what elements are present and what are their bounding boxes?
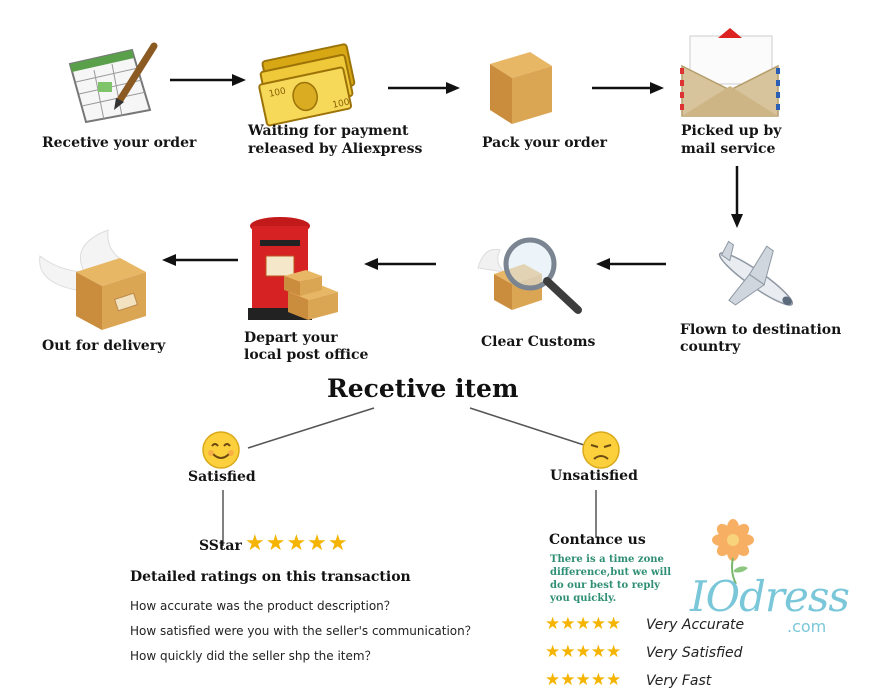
step-out-for-delivery: Out for delivery [42, 338, 166, 354]
step-pack-order: Pack your order [482, 135, 608, 151]
post-box-icon [248, 217, 338, 320]
timezone-note-line2: difference,but we will [550, 567, 672, 578]
iodress-logo: IOdress [690, 572, 850, 621]
arrow-right-3 [592, 82, 664, 94]
step-waiting-payment-line2: released by Aliexpress [248, 141, 423, 157]
arrow-left-2 [364, 258, 436, 270]
iodress-logo-domain: .com [787, 617, 827, 636]
arrow-right-2 [388, 82, 460, 94]
unsatisfied-label: Unsatisfied [550, 468, 638, 484]
question-accuracy: How accurate was the product description… [130, 599, 396, 613]
step-picked-up-line1: Picked up by [681, 123, 782, 139]
svg-text:100: 100 [268, 86, 287, 99]
box-icon [490, 52, 552, 124]
step-depart-line1: Depart your [244, 330, 338, 346]
flower-logo-icon [712, 519, 754, 585]
step-waiting-payment-line1: Waiting for payment [248, 123, 409, 139]
sstar-label: SStar [199, 538, 242, 554]
rating-stars-accurate: ★★★★★ [545, 614, 622, 634]
step-depart-line2: local post office [244, 347, 369, 363]
magnifier-icon [477, 237, 582, 314]
receive-item-title: Recetive item [327, 374, 519, 403]
step-clear-customs: Clear Customs [481, 334, 596, 350]
step-flown-line2: country [680, 339, 741, 355]
rating-label-fast: Very Fast [646, 673, 712, 689]
winged-box-icon [39, 229, 146, 330]
svg-text:100: 100 [332, 97, 351, 110]
step-receive-order: Recetive your order [42, 135, 197, 151]
airplane-icon [718, 240, 794, 306]
step-picked-up-line2: mail service [681, 141, 776, 157]
arrow-down [731, 166, 743, 228]
arrow-right-1 [170, 74, 246, 86]
rating-label-accurate: Very Accurate [646, 617, 745, 633]
timezone-note-line4: you quickly. [550, 593, 617, 604]
rating-label-satisfied: Very Satisfied [646, 645, 743, 661]
detailed-ratings-heading: Detailed ratings on this transaction [130, 569, 411, 585]
five-star-rating: ★★★★★ [245, 531, 349, 556]
money-icon: 100 100 [258, 43, 356, 127]
sad-face-icon [582, 431, 620, 469]
question-shipping-speed: How quickly did the seller shp the item？ [130, 649, 377, 663]
satisfied-label: Satisfied [188, 469, 256, 485]
step-flown-line1: Flown to destination [680, 322, 842, 338]
question-communication: How satisfied were you with the seller's… [130, 624, 477, 638]
contact-us-label: Contance us [549, 532, 646, 548]
arrow-left-1 [596, 258, 666, 270]
order-form-icon [68, 42, 158, 124]
timezone-note-line1: There is a time zone [550, 554, 664, 565]
rating-stars-satisfied: ★★★★★ [545, 642, 622, 662]
rating-stars-fast: ★★★★★ [545, 670, 622, 690]
arrow-left-3 [162, 254, 238, 266]
happy-face-icon [202, 431, 240, 469]
envelope-icon [680, 28, 780, 117]
timezone-note-line3: do our best to reply [550, 580, 660, 591]
